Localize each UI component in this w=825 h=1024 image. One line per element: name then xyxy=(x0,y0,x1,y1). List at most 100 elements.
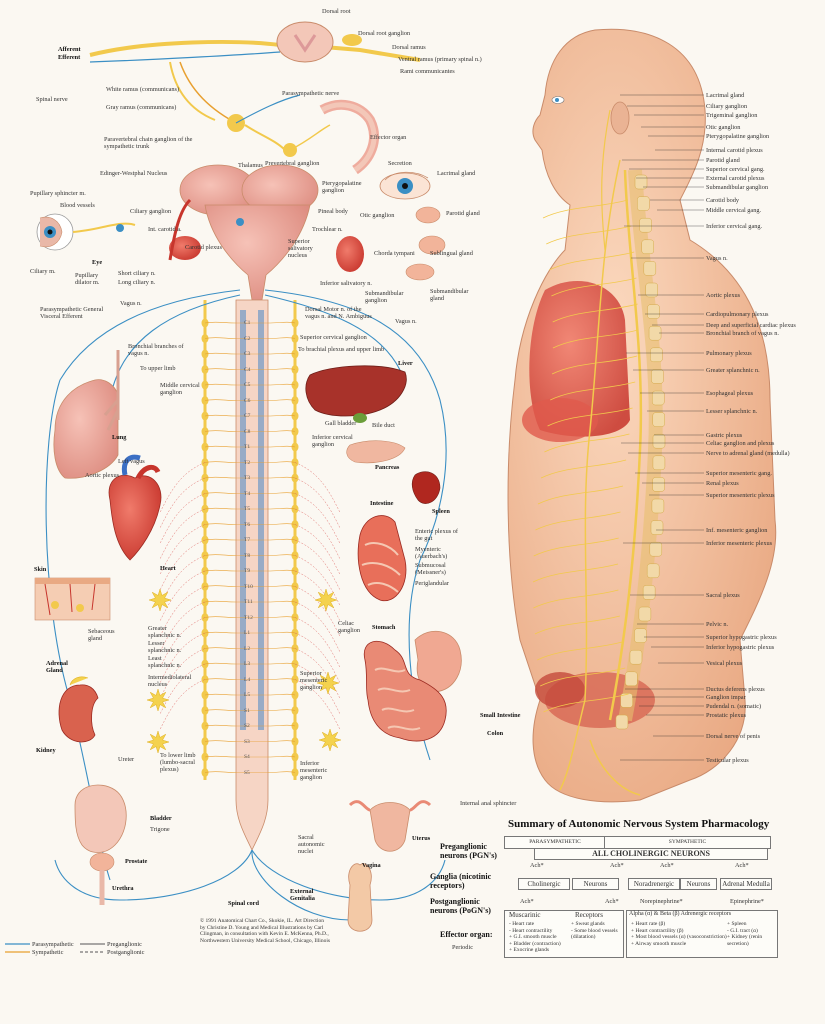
body-label-superior-cervical-gang: Superior cervical gang. xyxy=(706,166,765,173)
spleen-organ xyxy=(411,471,441,504)
body-label-pudendal-n-somatic: Pudendal n. (somatic) xyxy=(706,703,762,710)
label-internal-anal: Internal anal sphincter xyxy=(460,800,517,807)
label-superior-salivatory: Superior salivatory nucleus xyxy=(288,238,313,259)
label-bladder: Bladder xyxy=(150,815,172,822)
body-label-otic-ganglion: Otic ganglion xyxy=(706,124,741,131)
vagus-curves xyxy=(45,289,447,921)
label-uterus: Uterus xyxy=(412,835,431,842)
label-inferior-mesenteric: Inferior mesenteric ganglion xyxy=(300,760,328,781)
label-efferent: Efferent xyxy=(58,54,81,61)
body-label-inferior-mesenteric-plexus: Inferior mesenteric plexus xyxy=(706,540,773,547)
spine-level-c7: C7 xyxy=(244,413,251,419)
label-skin: Skin xyxy=(34,566,47,573)
cholinergic-box: Cholinergic xyxy=(518,878,570,890)
label-pupillary-dilator: Pupillary dilator m. xyxy=(75,272,100,286)
symp-adrenergic-effects: + Heart rate (β)+ Heart contractility (β… xyxy=(631,921,727,947)
body-label-pelvic-n: Pelvic n. xyxy=(706,621,729,628)
spine-level-t10: T10 xyxy=(244,583,253,590)
body-label-dorsal-nerve-of-penis: Dorsal nerve of penis xyxy=(706,733,761,740)
spine-level-l3: L3 xyxy=(244,661,251,667)
epinephrine: Epinephrine* xyxy=(730,898,764,905)
skin-organ xyxy=(34,577,111,621)
spinal-nerve-diagram xyxy=(89,21,421,175)
label-aortic-plexus-left: Aortic plexus xyxy=(85,472,120,479)
label-trochlear: Trochlear n. xyxy=(312,226,343,233)
label-bronchial: Bronchial branches of vagus n. xyxy=(128,343,184,357)
body-label-vesical-plexus: Vesical plexus xyxy=(706,660,743,667)
label-gray-ramus: Gray ramus (communicans) xyxy=(106,104,177,111)
eye-organ xyxy=(36,213,136,251)
para-effects: - Heart rate- Heart contractility+ G.I. … xyxy=(509,921,561,954)
label-secretion: Secretion xyxy=(388,160,412,167)
label-colon: Colon xyxy=(487,730,504,737)
noradrenergic-box: Noradrenergic xyxy=(628,878,680,890)
spine-level-t7: T7 xyxy=(244,537,251,543)
muscarinic-label: Muscarinic xyxy=(509,911,541,919)
medulla-effects: + Spleen- G.I. tract (α)+ Kidney (renin … xyxy=(727,921,777,947)
label-myenteric: Myenteric (Auerbach's) xyxy=(415,546,448,560)
body-label-lacrimal-gland: Lacrimal gland xyxy=(706,92,745,99)
spine-level-c5: C5 xyxy=(244,382,251,388)
uterus-organ xyxy=(348,800,432,852)
spine-level-s4: S4 xyxy=(244,754,250,760)
label-white-ramus: White ramus (communicans) xyxy=(106,86,180,93)
carotid-plexus-organ xyxy=(168,198,201,261)
label-pupillary-sphincter: Pupillary sphincter m. xyxy=(30,190,86,197)
label-greater-splanchnic: Greater splanchnic n. xyxy=(148,625,182,639)
neurons-box-1: Neurons xyxy=(572,878,619,890)
symp-adr-effects-item: + Airway smooth muscle xyxy=(631,940,687,947)
small-intestine-organ xyxy=(363,640,447,742)
lacrimal-eye-organ xyxy=(379,171,431,200)
label-effector-organ: Effector organ: xyxy=(440,930,493,939)
ach-5: Ach* xyxy=(520,898,534,905)
label-superior-mesenteric: Superior mesenteric ganglion xyxy=(300,670,328,691)
body-label-celiac-ganglion-and-plexus: Celiac ganglion and plexus xyxy=(706,440,775,447)
adrenal-medulla-box: Adrenal Medulla xyxy=(720,878,772,890)
body-label-carotid-body: Carotid body xyxy=(706,197,740,204)
label-dorsal-root: Dorsal root xyxy=(322,8,351,15)
label-trigone: Trigone xyxy=(150,826,170,833)
label-prevertebral: Prevertebral ganglion xyxy=(265,160,320,167)
stomach-organ xyxy=(414,631,462,693)
adrenergic-box: Alpha (α) & Beta (β) Adrenergic receptor… xyxy=(626,910,778,958)
symp-adr-effects-item: + Most blood vessels (α) (vasoconstricti… xyxy=(631,934,727,940)
spine-level-l2: L2 xyxy=(244,645,251,652)
body-label-sacral-plexus: Sacral plexus xyxy=(706,592,740,599)
label-eye: Eye xyxy=(92,259,103,266)
body-label-ciliary-ganglion: Ciliary ganglion xyxy=(706,103,748,110)
label-ureter: Ureter xyxy=(118,756,135,763)
pharmacology-title: Summary of Autonomic Nervous System Phar… xyxy=(508,818,770,830)
label-thalamus: Thalamus xyxy=(238,162,263,169)
body-label-superior-mesenteric-gang: Superior mesenteric gang. xyxy=(706,470,772,477)
body-label-gastric-plexus: Gastric plexus xyxy=(706,432,743,439)
label-submandibular-ganglion: Submandibular ganglion xyxy=(365,290,404,304)
spine-level-s2: S2 xyxy=(244,723,250,729)
ach-1: Ach* xyxy=(530,862,544,869)
all-cholinergic: ALL CHOLINERGIC NEURONS xyxy=(534,848,768,860)
ach-6: Ach* xyxy=(605,898,619,905)
body-label-middle-cervical-gang: Middle cervical gang. xyxy=(706,207,762,214)
label-lung: Lung xyxy=(112,434,127,441)
medulla-effects-item: + Kidney (renin secretion) xyxy=(727,934,763,947)
label-periodic: Periodic xyxy=(452,944,473,951)
ach-2: Ach* xyxy=(610,862,624,869)
symp-adr-effects-item: + Heart rate (β) xyxy=(631,921,666,927)
spine-level-t9: T9 xyxy=(244,568,251,574)
label-int-carotid: Int. carotid a. xyxy=(148,226,182,233)
label-adrenal: Adrenal Gland xyxy=(46,660,68,674)
spine-level-c4: C4 xyxy=(244,366,251,373)
para-effects-item: + Exocrine glands xyxy=(509,947,550,953)
body-label-pulmonary-plexus: Pulmonary plexus xyxy=(706,350,752,357)
label-parotid: Parotid gland xyxy=(446,210,480,217)
kidney-organ xyxy=(58,676,99,743)
label-ganglia: Ganglia (nicotinic receptors) xyxy=(430,872,492,890)
label-left-vagus: Left vagus xyxy=(118,458,145,465)
label-vagina: Vagina xyxy=(362,862,381,869)
label-celiac: Celiac ganglion xyxy=(338,620,361,634)
body-label-esophageal-plexus: Esophageal plexus xyxy=(706,390,754,397)
body-label-greater-splanchnic-n: Greater splanchnic n. xyxy=(706,367,760,374)
label-least-splanchnic: Least splanchnic n. xyxy=(148,655,182,669)
body-label-external-carotid-plexus: External carotid plexus xyxy=(706,175,765,182)
label-kidney: Kidney xyxy=(36,747,56,754)
